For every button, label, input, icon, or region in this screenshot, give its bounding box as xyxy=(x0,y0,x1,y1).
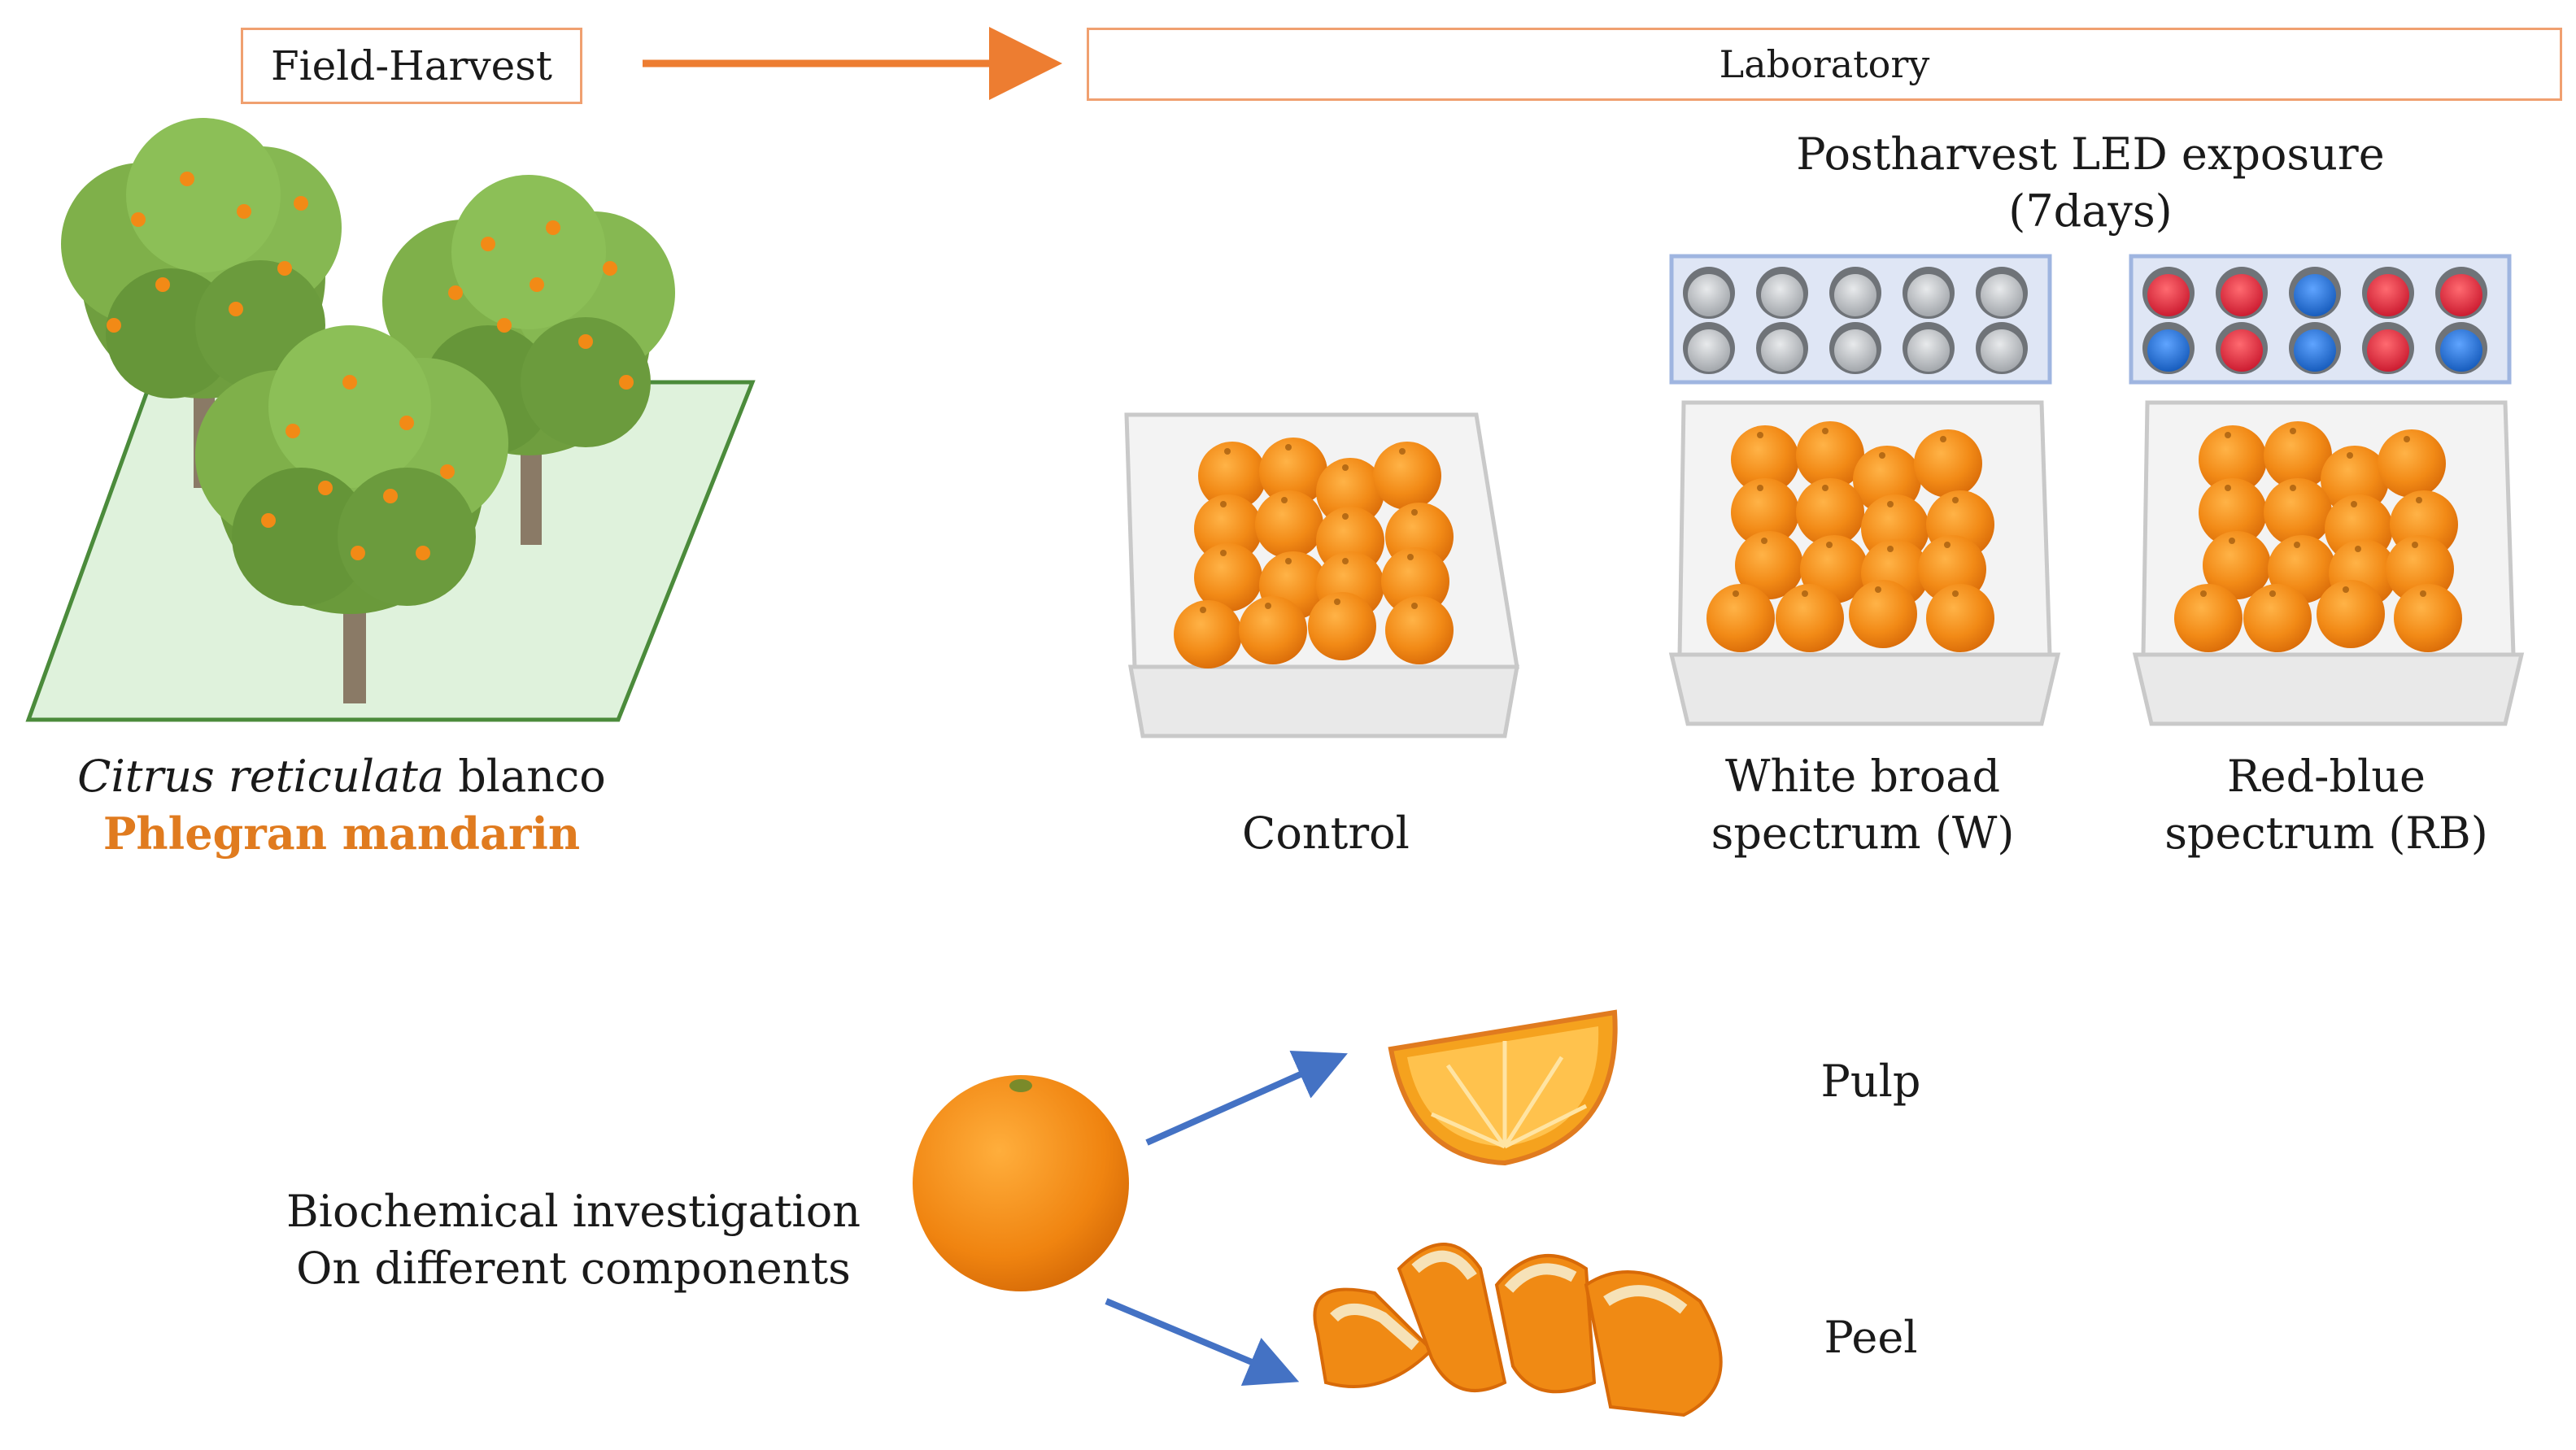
led-grey xyxy=(1834,274,1876,316)
led-grey xyxy=(1688,329,1730,372)
biochem-line2: On different components xyxy=(296,1243,851,1294)
led-grey xyxy=(1981,329,2023,372)
arrow-to-peel xyxy=(1105,1298,1300,1387)
led-grey xyxy=(1834,329,1876,372)
pulp-wedge xyxy=(1388,1009,1618,1166)
led-red xyxy=(2221,274,2263,316)
tree-fruits xyxy=(107,172,634,560)
laboratory-box: Laboratory xyxy=(1087,28,2562,101)
led-exposure-title: Postharvest LED exposure (7days) xyxy=(1749,126,2432,240)
led-blue xyxy=(2440,329,2482,372)
species-caption: Citrus reticulata blanco Phlegran mandar… xyxy=(49,748,634,862)
tray-control xyxy=(1124,412,1519,738)
led-grey xyxy=(1907,329,1950,372)
led-red xyxy=(2440,274,2482,316)
led-blue xyxy=(2147,329,2190,372)
control-caption: Control xyxy=(1163,805,1489,862)
white-line2: spectrum (W) xyxy=(1711,808,2015,859)
white-line1: White broad xyxy=(1724,751,2001,802)
led-blue xyxy=(2294,274,2336,316)
biochem-line1: Biochemical investigation xyxy=(285,1186,861,1237)
species-rest: blanco xyxy=(458,751,606,802)
led-grey xyxy=(1761,274,1803,316)
led-red xyxy=(2367,274,2409,316)
species-italic: Citrus reticulata xyxy=(77,751,445,802)
led-red xyxy=(2221,329,2263,372)
peel-caption: Peel xyxy=(1757,1309,1985,1366)
led-title-line1: Postharvest LED exposure xyxy=(1796,128,2385,180)
peel-label: Peel xyxy=(1824,1312,1918,1363)
redblue-line2: spectrum (RB) xyxy=(2164,808,2488,859)
redblue-line1: Red-blue xyxy=(2226,751,2426,802)
tray-redblue xyxy=(2132,400,2525,726)
led-lights-redblue xyxy=(2142,267,2487,374)
peel-spiral xyxy=(1313,1243,1723,1417)
arrow-to-pulp xyxy=(1145,1051,1348,1146)
pulp-caption: Pulp xyxy=(1757,1053,1985,1110)
whole-orange xyxy=(913,1075,1129,1291)
led-lights-white xyxy=(1683,267,2028,374)
led-grey xyxy=(1981,274,2023,316)
led-grey xyxy=(1761,329,1803,372)
variety-name: Phlegran mandarin xyxy=(102,808,581,860)
led-blue xyxy=(2294,329,2336,372)
led-grey xyxy=(1688,274,1730,316)
redblue-spectrum-caption: Red-blue spectrum (RB) xyxy=(2131,748,2522,862)
tree-front xyxy=(195,325,508,703)
led-title-line2: (7days) xyxy=(2008,185,2173,237)
led-red xyxy=(2367,329,2409,372)
pulp-label: Pulp xyxy=(1820,1056,1921,1107)
tray-white xyxy=(1668,400,2061,726)
led-red xyxy=(2147,274,2190,316)
laboratory-label: Laboratory xyxy=(1719,42,1930,86)
field-harvest-box: Field-Harvest xyxy=(241,28,582,104)
white-spectrum-caption: White broad spectrum (W) xyxy=(1667,748,2058,862)
control-label: Control xyxy=(1242,808,1410,859)
biochem-caption: Biochemical investigation On different c… xyxy=(268,1183,878,1297)
field-harvest-label: Field-Harvest xyxy=(270,42,553,89)
led-grey xyxy=(1907,274,1950,316)
